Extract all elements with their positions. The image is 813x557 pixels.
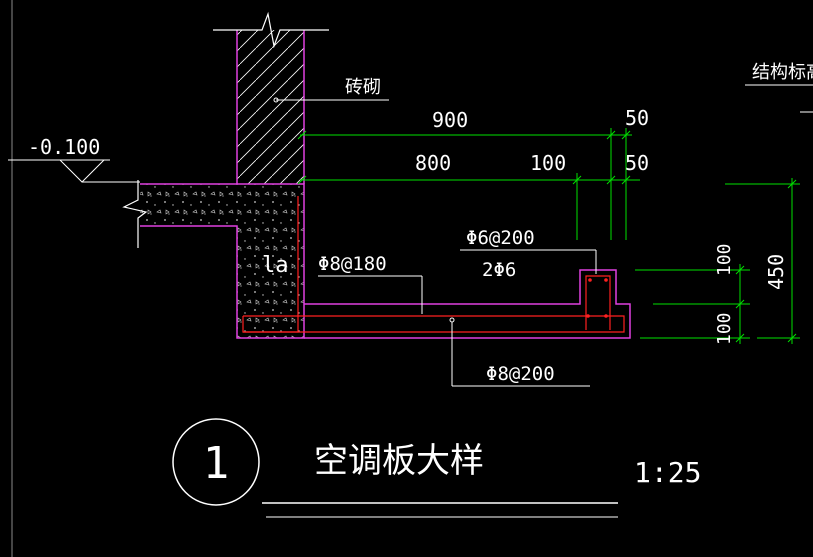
detail-title: 空调板大样 [314,441,484,481]
dim-mid-sub: 100 [530,151,566,175]
dim-mid-end: 50 [625,151,649,175]
slab-break-line [122,180,148,248]
dim-right-total: 450 [764,254,788,290]
dim-top-end: 50 [625,106,649,130]
dim-right-upper: 100 [714,243,735,276]
rebar-edge-stirrup [585,275,611,330]
wall-break-line [213,11,329,49]
dim-right-lower: 100 [714,312,735,345]
level-label: -0.100 [28,135,100,159]
stirrup-label: Φ6@200 [466,227,535,249]
distribution-bar-label: Φ8@200 [486,363,555,385]
rebar [242,196,625,333]
rebar-main [243,315,625,333]
dimension-texts: 900 50 800 100 50 100 100 450 [415,106,788,345]
dim-mid-main: 800 [415,151,451,175]
edge-bars-label: 2Φ6 [482,259,516,281]
ac-board-outline [304,269,631,339]
concrete-section [122,180,305,339]
dimensions [297,128,800,344]
detail-scale: 1:25 [634,456,701,489]
structure-level-label: 结构标高 [752,62,813,83]
annotations: 砖砌 -0.100 结构标高 la Φ8@180 Φ6@200 2Φ6 Φ8@2… [8,62,813,387]
level-triangle [59,159,105,183]
anchorage-label: la [262,253,289,278]
brick-wall [213,11,329,184]
bottom-bar-label: Φ8@180 [318,253,387,275]
detail-number-circle [172,418,260,506]
wall-material-label: 砖砌 [345,77,381,98]
dim-top-total: 900 [432,108,468,132]
title-block: 1 空调板大样 1:25 [172,418,701,518]
detail-number: 1 [203,438,230,489]
